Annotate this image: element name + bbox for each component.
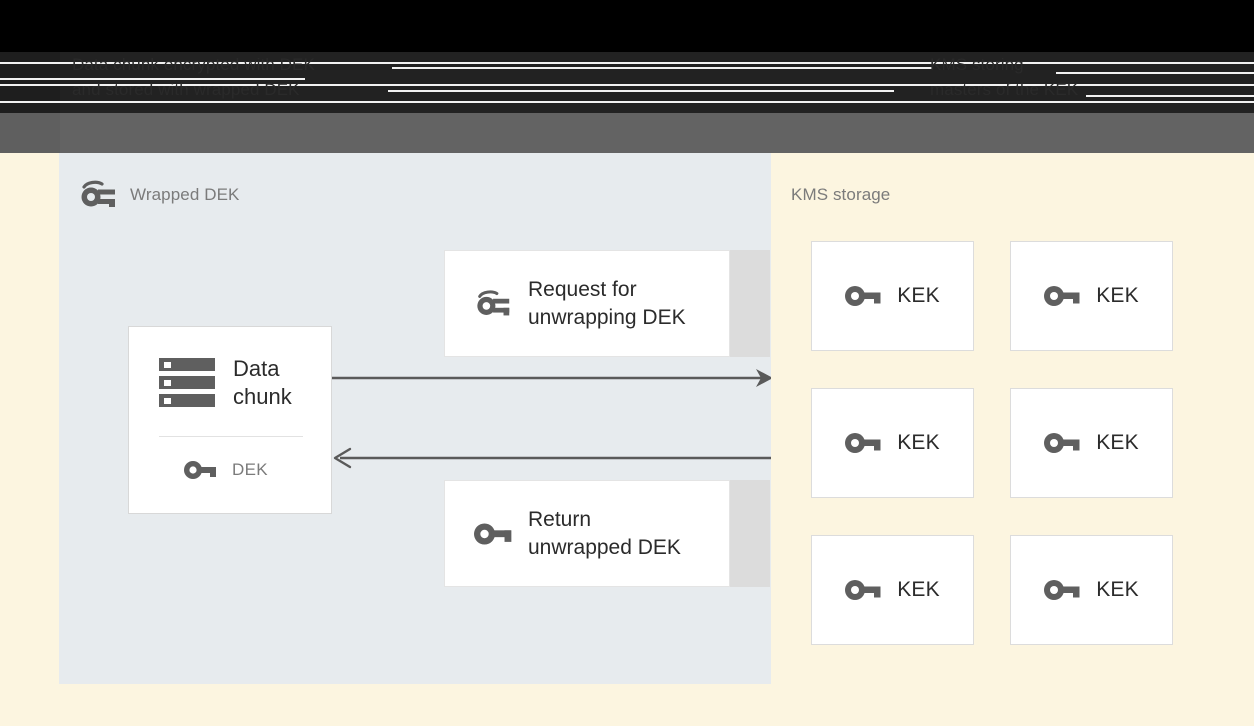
kek-label: KEK (897, 578, 940, 601)
header-streak (0, 62, 1254, 64)
kek-label: KEK (1096, 578, 1139, 601)
data-chunk-label: Data chunk (233, 356, 292, 409)
header-caption-right: KMS storing masters of the KEK (930, 55, 1079, 99)
kek-card[interactable]: KEK (811, 535, 974, 645)
key-icon (845, 578, 883, 602)
header-streak (392, 67, 932, 69)
kek-card-grid: KEK KEK KEK (811, 241, 1173, 645)
kek-label: KEK (1096, 284, 1139, 307)
dek-row: DEK (184, 459, 268, 481)
dek-label: DEK (232, 460, 268, 479)
kek-card[interactable]: KEK (811, 388, 974, 498)
kek-card[interactable]: KEK (1010, 241, 1173, 351)
key-icon (1044, 431, 1082, 455)
kek-card[interactable]: KEK (1010, 388, 1173, 498)
database-storage-icon (159, 356, 215, 410)
header-streak (0, 78, 305, 80)
wrapped-key-icon (78, 180, 120, 210)
header-grey-band-inner (60, 113, 1254, 153)
arrow-from-kms (332, 446, 775, 475)
key-icon (1044, 578, 1082, 602)
kek-card[interactable]: KEK (811, 241, 974, 351)
return-unwrapped-label: Return unwrapped DEK (528, 507, 681, 559)
header-streak (1056, 72, 1254, 74)
key-icon (184, 459, 218, 481)
kek-label: KEK (897, 284, 940, 307)
key-icon (845, 431, 883, 455)
header-caption-left: Data chunk encrypted with DEK and stored… (72, 55, 315, 99)
header-streak (0, 84, 1254, 86)
kek-card[interactable]: KEK (1010, 535, 1173, 645)
return-unwrapped-card[interactable]: Return unwrapped DEK (444, 480, 730, 587)
arrow-to-kms (332, 366, 775, 395)
request-unwrap-label: Request for unwrapping DEK (528, 277, 686, 329)
key-icon (474, 521, 514, 547)
header-streak (1086, 95, 1254, 97)
data-chunk-card[interactable]: Data chunk DEK (128, 326, 332, 514)
wrapped-key-icon (474, 289, 514, 319)
top-black-band (0, 0, 1254, 52)
header-streak (0, 101, 1254, 103)
request-unwrap-card[interactable]: Request for unwrapping DEK (444, 250, 730, 357)
key-icon (845, 284, 883, 308)
kms-storage-title: KMS storage (791, 185, 891, 204)
wrapped-dek-title: Wrapped DEK (130, 185, 240, 204)
key-icon (1044, 284, 1082, 308)
kek-label: KEK (897, 431, 940, 454)
data-chunk-divider (159, 436, 303, 437)
header-streak (388, 90, 894, 92)
kek-label: KEK (1096, 431, 1139, 454)
data-chunk-row: Data chunk (159, 355, 292, 411)
